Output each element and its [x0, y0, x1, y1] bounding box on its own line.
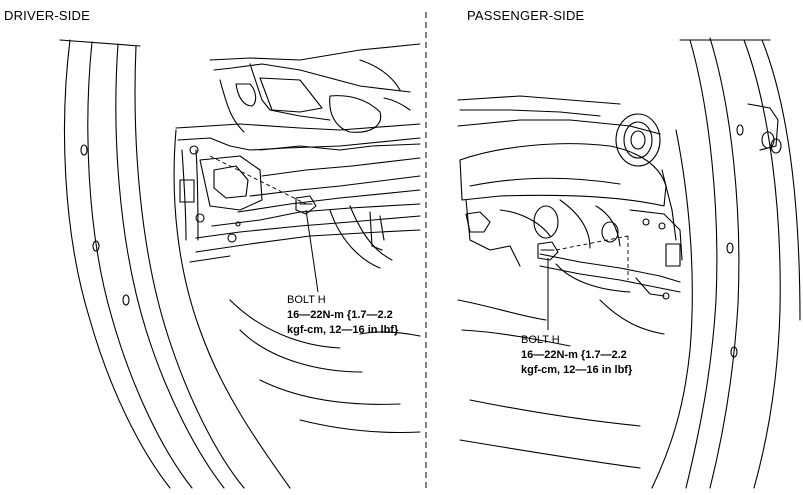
passenger-side-title: PASSENGER-SIDE [467, 8, 585, 23]
driver-bolt-torque-line1: 16—22N-m {1.7—2.2 [287, 309, 393, 321]
driver-bolt-reference-line [210, 156, 306, 204]
passenger-bolt-label: BOLT H [521, 334, 560, 346]
passenger-bolt-callout: BOLT H 16—22N-m {1.7—2.2 kgf-cm, 12—16 i… [521, 333, 632, 378]
driver-bolt-leader-line [306, 210, 318, 292]
driver-bolt-torque-line2: kgf-cm, 12—16 in lbf} [287, 324, 399, 336]
passenger-bolt-reference-line [556, 236, 628, 250]
driver-bolt-callout: BOLT H 16—22N-m {1.7—2.2 kgf-cm, 12—16 i… [287, 293, 398, 338]
passenger-bolt-torque-line2: kgf-cm, 12—16 in lbf} [521, 364, 633, 376]
driver-bolt-label: BOLT H [287, 294, 326, 306]
driver-side-illustration [60, 40, 420, 488]
passenger-bolt-torque-line1: 16—22N-m {1.7—2.2 [521, 349, 627, 361]
passenger-side-illustration [458, 38, 800, 488]
driver-side-title: DRIVER-SIDE [4, 8, 90, 23]
